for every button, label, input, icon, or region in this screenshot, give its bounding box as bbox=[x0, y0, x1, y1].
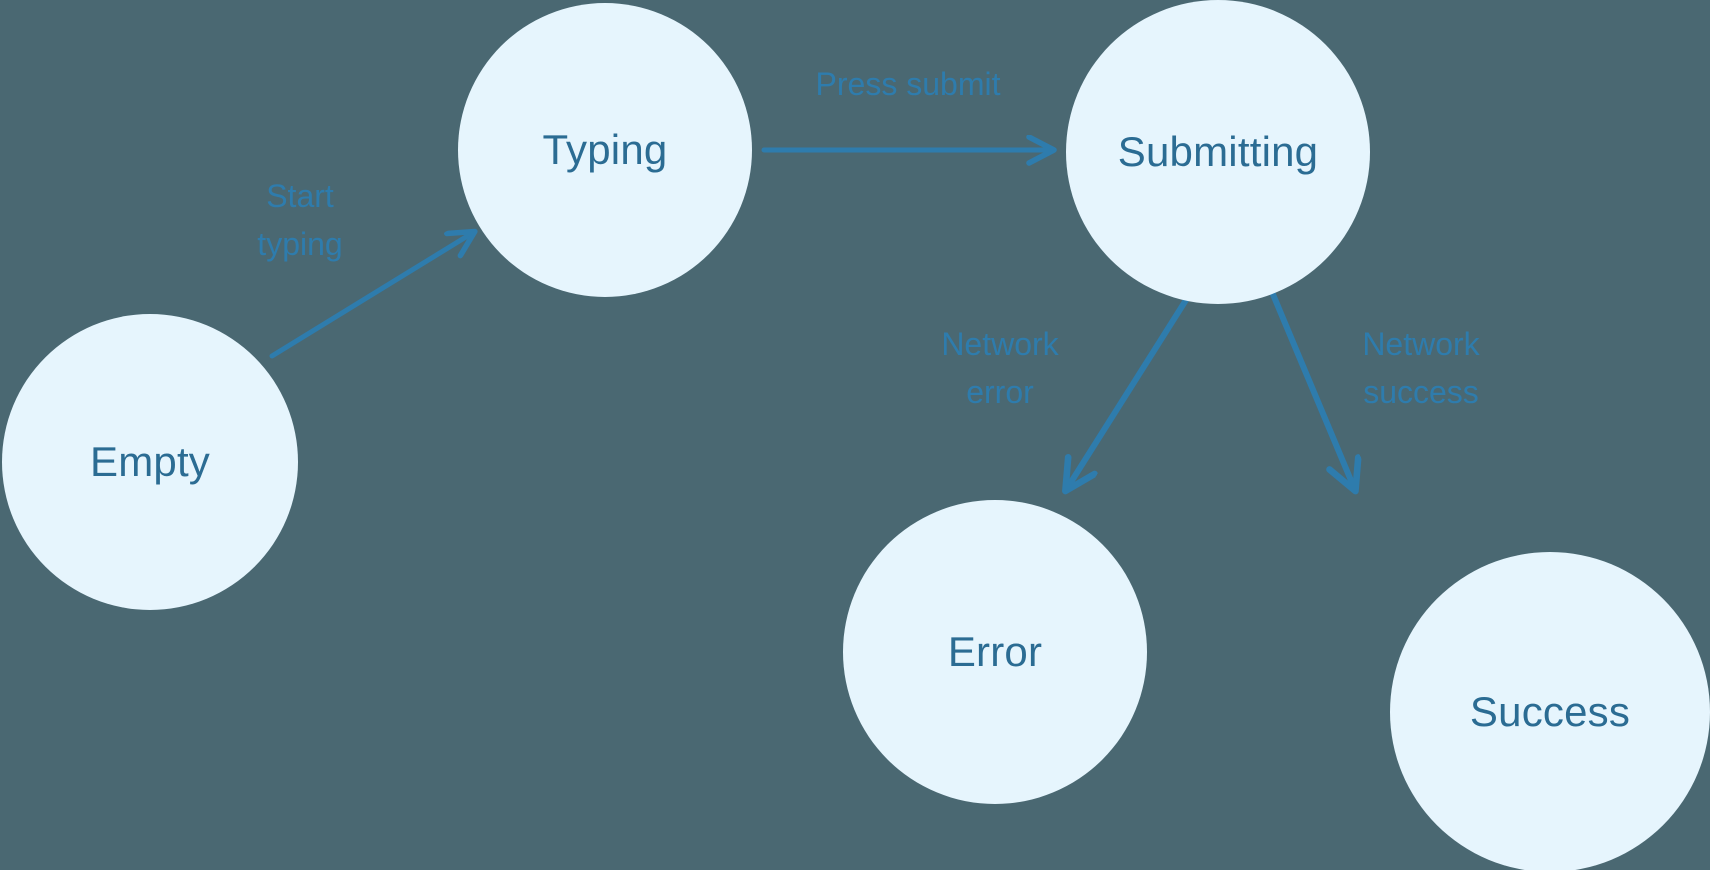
edge-label-start-typing: Start typing bbox=[257, 178, 343, 262]
edge-label-network-success: Network success bbox=[1362, 326, 1480, 410]
edge-submitting-to-success bbox=[1269, 289, 1355, 490]
state-node-label-success: Success bbox=[1469, 688, 1631, 735]
state-node-empty[interactable]: Empty bbox=[2, 314, 298, 610]
state-node-error[interactable]: Error bbox=[843, 500, 1147, 804]
state-node-submitting[interactable]: Submitting bbox=[1066, 0, 1370, 304]
state-node-label-empty: Empty bbox=[89, 438, 211, 485]
state-node-label-error: Error bbox=[947, 628, 1043, 675]
state-node-success[interactable]: Success bbox=[1390, 552, 1710, 870]
state-node-label-submitting: Submitting bbox=[1117, 128, 1319, 175]
state-node-typing[interactable]: Typing bbox=[458, 3, 752, 297]
edge-label-network-error: Network error bbox=[941, 326, 1059, 410]
state-node-label-typing: Typing bbox=[542, 126, 668, 173]
edge-submitting-to-error bbox=[1066, 297, 1189, 490]
edge-empty-to-typing bbox=[269, 232, 474, 359]
edge-label-press-submit: Press submit bbox=[815, 66, 1001, 102]
